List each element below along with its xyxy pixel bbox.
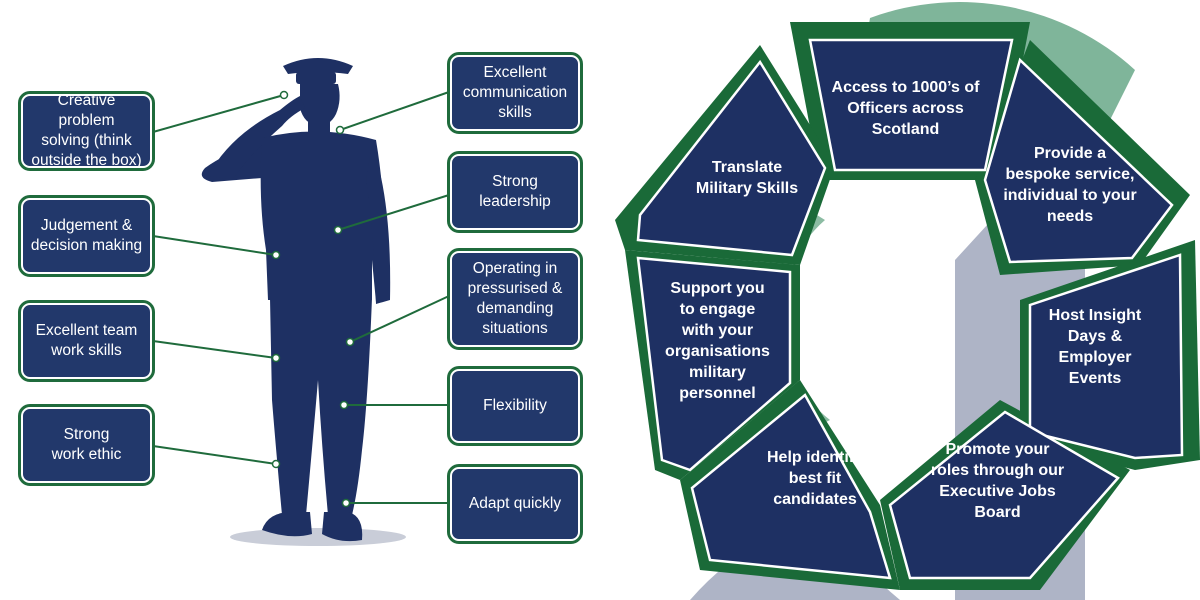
- skill-box-teamwork: Excellent team work skills: [18, 300, 155, 382]
- soldier-silhouette: [201, 58, 391, 542]
- skill-box-creative: Creative problem solving (think outside …: [18, 91, 155, 171]
- skill-label-communication: Excellent communication skills: [462, 64, 568, 121]
- skill-box-communication: Excellent communication skills: [447, 52, 583, 134]
- segment-tile-best-fit: [690, 393, 892, 580]
- skill-box-adapt: Adapt quickly: [447, 464, 583, 544]
- segment-tile-bespoke: [983, 57, 1174, 264]
- segment-tile-promote: [888, 410, 1120, 580]
- segment-label-access: Access to 1000’s of Officers across Scot…: [831, 78, 980, 138]
- segment-tile-insight: [1028, 253, 1184, 460]
- skill-box-flexibility: Flexibility: [447, 366, 583, 446]
- connector-lines: [152, 91, 450, 504]
- skill-label-teamwork: Excellent team work skills: [35, 322, 138, 359]
- skill-label-adapt: Adapt quickly: [468, 495, 562, 512]
- skill-box-work-ethic: Strong work ethic: [18, 404, 155, 486]
- segment-tile-translate: [636, 59, 827, 257]
- segment-label-best-fit: Help identify best fit candidates: [766, 448, 863, 508]
- skill-label-creative: Creative problem solving (think outside …: [31, 92, 142, 169]
- skill-label-pressure: Operating in pressurised & demanding sit…: [467, 260, 563, 337]
- silhouette-shadow: [230, 528, 406, 546]
- segment-label-promote: Promote your roles through our Executive…: [930, 441, 1065, 521]
- skill-box-leadership: Strong leadership: [447, 151, 583, 233]
- segment-label-insight: Host Insight Days & Employer Events: [1048, 307, 1142, 387]
- skill-label-work-ethic: Strong work ethic: [51, 426, 122, 463]
- segment-label-translate: Translate Military Skills: [695, 159, 799, 197]
- segment-label-support: Support you to engage with your organisa…: [665, 280, 770, 402]
- connector-dots: [271, 90, 355, 508]
- skill-label-flexibility: Flexibility: [483, 397, 547, 414]
- ring-inner-tiles: [636, 38, 1184, 580]
- segment-tile-access: [808, 38, 1014, 172]
- skill-label-judgement: Judgement & decision making: [30, 217, 143, 254]
- skill-box-pressure: Operating in pressurised & demanding sit…: [447, 248, 583, 350]
- skill-box-judgement: Judgement & decision making: [18, 195, 155, 277]
- skill-label-leadership: Strong leadership: [479, 173, 551, 210]
- segment-label-bespoke: Provide a bespoke service, individual to…: [1003, 145, 1137, 225]
- segment-tile-support: [636, 256, 792, 472]
